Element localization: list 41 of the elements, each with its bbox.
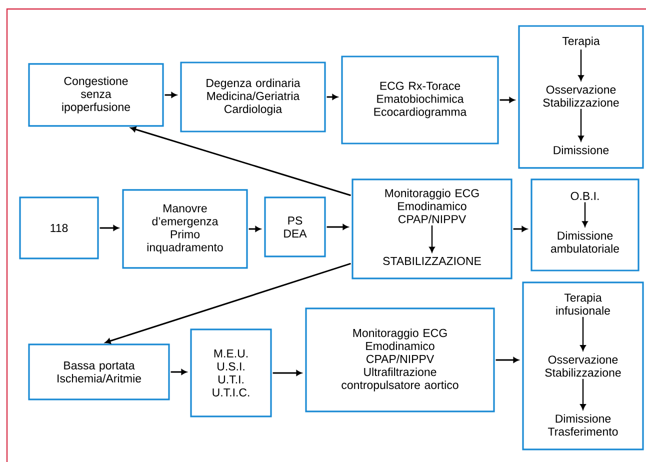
process-box: 118: [19, 196, 99, 260]
step-text: STABILIZZAZIONE: [383, 256, 481, 266]
step-text: Monitoraggio ECG Emodinamico CPAP/NIPPV: [385, 188, 479, 224]
arrow: [429, 225, 435, 252]
step-text: Osservazione Stabilizzazione: [545, 355, 621, 377]
arrow: [164, 92, 177, 98]
step-text: Dimissione: [554, 146, 609, 154]
step-text: Dimissione Trasferimento: [548, 414, 618, 436]
arrow: [326, 224, 348, 230]
arrow: [105, 262, 351, 344]
arrow: [582, 202, 588, 227]
arrow: [248, 226, 261, 232]
process-box: PS DEA: [264, 196, 326, 258]
step-text: Dimissione ambulatoriale: [550, 231, 619, 253]
arrow: [578, 108, 584, 142]
process-box: [530, 178, 640, 272]
process-box: Bassa portata Ischemia/Aritmie: [28, 344, 170, 400]
arrow: [513, 226, 528, 232]
arrow: [496, 357, 519, 363]
step-text: O.B.I.: [570, 192, 599, 200]
arrow: [326, 94, 338, 100]
arrow: [130, 126, 351, 196]
arrow: [170, 369, 187, 375]
process-box: Congestione senza ipoperfusione: [28, 63, 164, 127]
arrow: [500, 97, 515, 103]
process-box: M.E.U. U.S.I. U.T.I. U.T.I.C.: [190, 328, 272, 418]
step-text: Osservazione Stabilizzazione: [543, 85, 619, 107]
process-box: [352, 178, 512, 280]
process-box: [522, 282, 644, 450]
arrow: [578, 50, 584, 81]
process-box: ECG Rx-Torace Ematobiochimica Ecocardiogramma: [341, 56, 499, 144]
arrow: [580, 316, 586, 351]
process-box: Manovre d’emergenza Primo inquadramento: [122, 189, 248, 269]
arrow: [272, 370, 302, 376]
process-box: Degenza ordinaria Medicina/Geriatria Cardiologia: [180, 62, 326, 132]
step-text: Terapia: [562, 36, 600, 48]
process-box: [518, 25, 644, 169]
arrow: [580, 378, 586, 410]
step-text: Terapia infusionale: [556, 293, 610, 315]
process-box: Monitoraggio ECG Emodinamico CPAP/NIPPV Ultrafiltrazione contropulsatore aortico: [305, 308, 495, 412]
arrow: [100, 225, 119, 231]
